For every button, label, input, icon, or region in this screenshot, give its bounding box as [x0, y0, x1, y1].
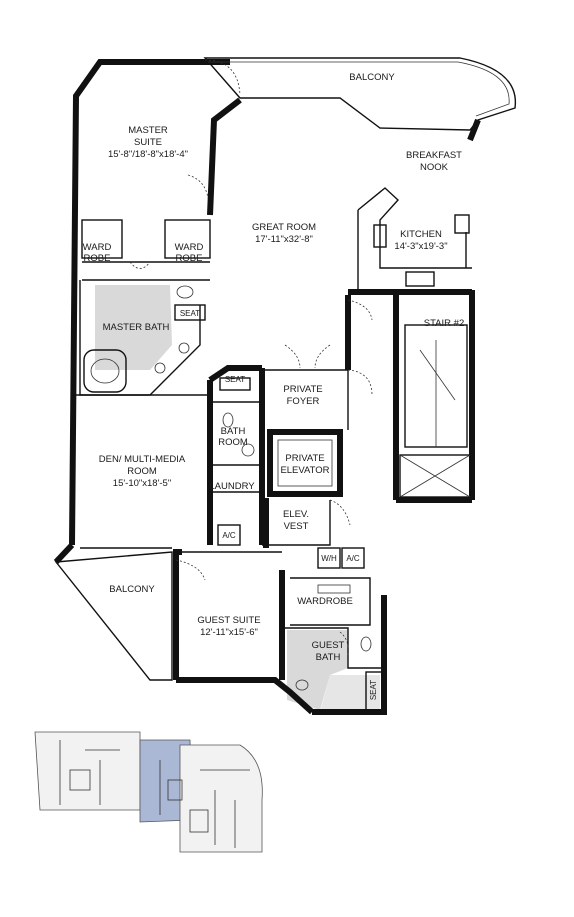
label-guest-bath-2: BATH	[316, 652, 341, 663]
label-laundry: LAUNDRY	[209, 481, 255, 492]
label-private-foyer-1: PRIVATE	[283, 384, 322, 395]
label-wardrobe: WARDROBE	[297, 596, 353, 607]
label-bath-room-1: BATH	[221, 426, 246, 437]
label-great-room-2: 17'-11"x32'-8"	[255, 234, 313, 245]
label-private-elevator-2: ELEVATOR	[280, 465, 329, 476]
label-den-1: DEN/ MULTI-MEDIA	[99, 454, 186, 465]
label-den-3: 15'-10"x18'-5"	[113, 478, 171, 489]
label-ac-left: A/C	[222, 531, 236, 540]
label-private-foyer-2: FOYER	[287, 396, 320, 407]
label-balcony-left: BALCONY	[109, 584, 155, 595]
label-wardrobe-right-2: ROBE	[176, 253, 203, 264]
label-wardrobe-left-2: ROBE	[84, 253, 111, 264]
label-great-room-1: GREAT ROOM	[252, 222, 316, 233]
label-guest-bath-1: GUEST	[312, 640, 345, 651]
label-master-suite-1: MASTER	[128, 125, 168, 136]
label-seat-master: SEAT	[180, 309, 200, 318]
exterior-walls	[53, 59, 481, 715]
label-seat-guest: SEAT	[369, 680, 378, 700]
tiled-floors	[95, 285, 380, 712]
label-wh: W/H	[321, 554, 337, 563]
label-elev-vest-2: VEST	[284, 521, 309, 532]
label-master-suite-2: SUITE	[134, 137, 162, 148]
label-guest-suite-2: 12'-11"x15'-6"	[200, 627, 258, 638]
label-breakfast-nook-2: NOOK	[420, 162, 449, 173]
label-ac-right: A/C	[346, 554, 360, 563]
room-labels: BALCONY MASTER SUITE 15'-8"/18'-8"x18'-4…	[83, 72, 465, 700]
label-master-bath: MASTER BATH	[103, 322, 170, 333]
label-kitchen-2: 14'-3"x19'-3"	[394, 241, 447, 252]
label-kitchen-1: KITCHEN	[400, 229, 442, 240]
label-master-suite-3: 15'-8"/18'-8"x18'-4"	[108, 149, 188, 160]
label-wardrobe-right-1: WARD	[175, 242, 204, 253]
label-stair: STAIR #2	[424, 318, 464, 329]
label-breakfast-nook-1: BREAKFAST	[406, 150, 462, 161]
label-seat-bath: SEAT	[225, 375, 245, 384]
door-swings	[129, 174, 373, 656]
label-den-2: ROOM	[127, 466, 157, 477]
interior-walls	[54, 187, 472, 711]
label-wardrobe-left-1: WARD	[83, 242, 112, 253]
label-private-elevator-1: PRIVATE	[285, 453, 324, 464]
label-elev-vest-1: ELEV.	[283, 509, 309, 520]
label-balcony-top: BALCONY	[349, 72, 395, 83]
balcony-top-outline	[203, 57, 517, 131]
label-bath-room-2: ROOM	[218, 437, 248, 448]
label-guest-suite-1: GUEST SUITE	[197, 615, 260, 626]
key-plan	[34, 731, 263, 853]
